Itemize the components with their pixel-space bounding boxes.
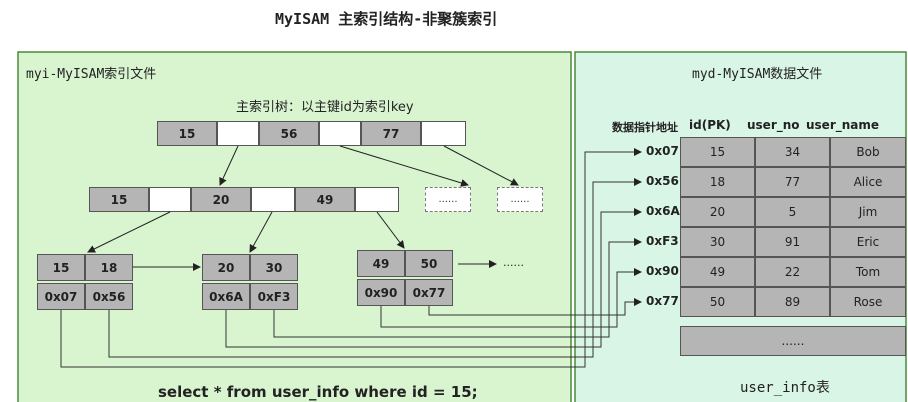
index-file-title: myi-MyISAM索引文件 xyxy=(26,67,157,82)
column-header-user-no: user_no xyxy=(747,118,800,132)
row-user-no-cell: 22 xyxy=(755,257,830,287)
root-pointer-1 xyxy=(217,121,259,146)
row-user-no-cell: 34 xyxy=(755,137,830,167)
row-user-name-cell: Rose xyxy=(830,287,906,317)
root-pointer-3 xyxy=(421,121,466,146)
row-id-cell: 15 xyxy=(680,137,755,167)
row-user-name-cell: Tom xyxy=(830,257,906,287)
table-name: user_info表 xyxy=(740,380,830,396)
row-id-cell: 50 xyxy=(680,287,755,317)
row-id-cell: 20 xyxy=(680,197,755,227)
root-key-1: 15 xyxy=(157,121,217,146)
row-user-no-cell: 91 xyxy=(755,227,830,257)
page-title: MyISAM 主索引结构-非聚簇索引 xyxy=(275,10,498,28)
leaf2-pointer-1: 0x6A xyxy=(202,283,250,310)
row-pointer-label: 0x07 xyxy=(646,144,679,158)
leaf3-key-2: 50 xyxy=(405,250,453,277)
placeholder-node-2: ...... xyxy=(497,187,543,212)
leaf2-pointer-2: 0xF3 xyxy=(250,283,298,310)
leaf-more: ...... xyxy=(503,256,524,269)
sql-query: select * from user_info where id = 15; xyxy=(158,383,478,401)
root-pointer-2 xyxy=(319,121,361,146)
leaf1-pointer-2: 0x56 xyxy=(85,283,133,310)
row-user-no-cell: 89 xyxy=(755,287,830,317)
level2-key-2: 20 xyxy=(191,187,251,212)
level2-pointer-3 xyxy=(355,187,399,212)
row-id-cell: 49 xyxy=(680,257,755,287)
row-pointer-label: 0x90 xyxy=(646,264,679,278)
leaf3-pointer-1: 0x90 xyxy=(357,279,405,306)
leaf3-key-1: 49 xyxy=(357,250,405,277)
level2-pointer-1 xyxy=(149,187,191,212)
row-pointer-label: 0x56 xyxy=(646,174,679,188)
placeholder-node-1: ...... xyxy=(425,187,471,212)
leaf1-key-2: 18 xyxy=(85,254,133,281)
column-header-pointer: 数据指针地址 xyxy=(612,121,678,134)
column-header-user-name: user_name xyxy=(806,118,880,132)
table-more-row: ...... xyxy=(680,326,906,356)
level2-key-1: 15 xyxy=(89,187,149,212)
row-user-no-cell: 5 xyxy=(755,197,830,227)
data-file-title: myd-MyISAM数据文件 xyxy=(692,67,823,82)
leaf1-key-1: 15 xyxy=(37,254,85,281)
leaf2-key-2: 30 xyxy=(250,254,298,281)
row-pointer-label: 0x6A xyxy=(646,204,680,218)
column-header-id: id(PK) xyxy=(689,118,731,132)
root-key-3: 77 xyxy=(361,121,421,146)
leaf3-pointer-2: 0x77 xyxy=(405,279,453,306)
row-user-name-cell: Eric xyxy=(830,227,906,257)
row-pointer-label: 0xF3 xyxy=(646,234,679,248)
leaf1-pointer-1: 0x07 xyxy=(37,283,85,310)
row-user-name-cell: Alice xyxy=(830,167,906,197)
row-id-cell: 18 xyxy=(680,167,755,197)
row-user-name-cell: Jim xyxy=(830,197,906,227)
tree-label: 主索引树：以主键id为索引key xyxy=(236,100,414,115)
row-user-name-cell: Bob xyxy=(830,137,906,167)
root-key-2: 56 xyxy=(259,121,319,146)
level2-pointer-2 xyxy=(251,187,295,212)
row-user-no-cell: 77 xyxy=(755,167,830,197)
row-id-cell: 30 xyxy=(680,227,755,257)
level2-key-3: 49 xyxy=(295,187,355,212)
leaf2-key-1: 20 xyxy=(202,254,250,281)
row-pointer-label: 0x77 xyxy=(646,294,679,308)
